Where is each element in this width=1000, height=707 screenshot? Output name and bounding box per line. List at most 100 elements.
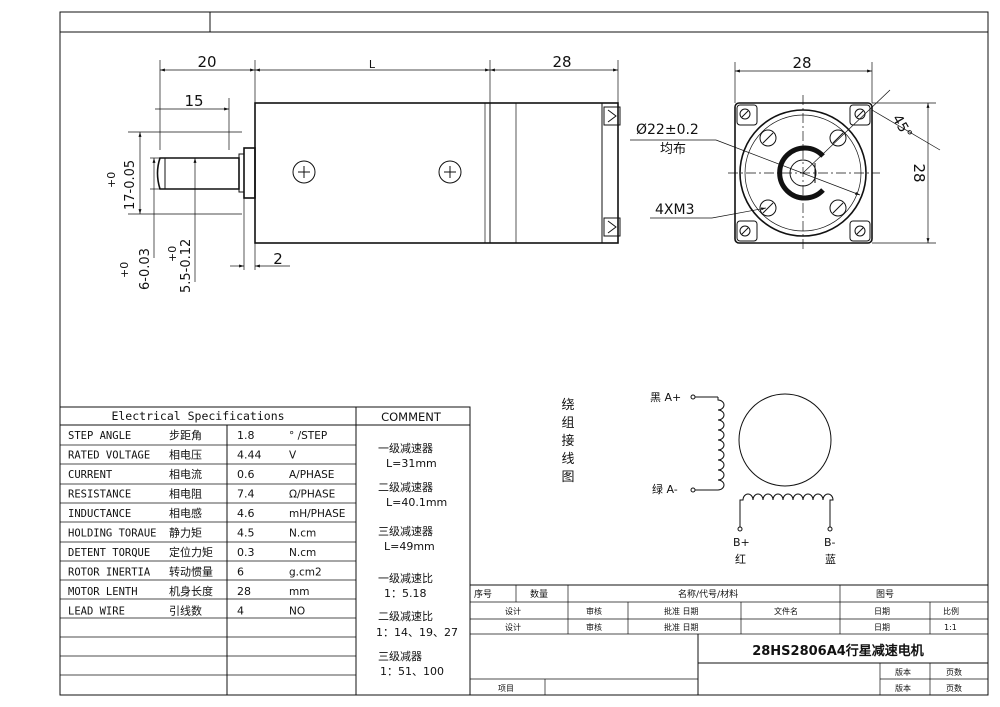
- spec-cell-en: HOLDING TORAUE: [68, 528, 157, 540]
- spec-cell-cn: 引线数: [169, 604, 202, 618]
- wiring-title-char: 线: [561, 452, 574, 467]
- spec-cell-val: 6: [237, 566, 244, 579]
- spec-cell-cn: 机身长度: [169, 584, 213, 598]
- spec-cell-unit: NO: [289, 606, 305, 618]
- dim-shaft-key: 15: [184, 92, 203, 110]
- spec-cell-val: 4.5: [237, 527, 255, 540]
- spec-cell-en: CURRENT: [68, 469, 113, 481]
- tb-xuhao: 序号: [474, 588, 492, 600]
- spec-cell-unit: A/PHASE: [289, 469, 334, 481]
- spec-rows: STEP ANGLE 步距角 1.8 ° /STEP RATED VOLTAGE 相电压 4…: [68, 429, 345, 618]
- tb-pizhun-2: 批准 日期: [664, 622, 699, 632]
- wiring-title-char: 组: [561, 416, 574, 431]
- dim-shaft-dia-tol: +0: [105, 172, 118, 188]
- spec-table: Electrical Specifications: [59, 406, 357, 696]
- tb-yeshu: 页数: [946, 667, 962, 677]
- comment-line: 三级减器: [378, 650, 422, 663]
- spec-cell-cn: 静力矩: [169, 526, 202, 540]
- dim-square: 28: [792, 54, 811, 72]
- spec-cell-cn: 相电阻: [169, 488, 202, 501]
- wire-b-minus: B-: [824, 536, 836, 549]
- spec-cell-val: 0.6: [237, 468, 255, 481]
- tb-sheji: 设计: [505, 606, 521, 616]
- spec-cell-unit: ° /STEP: [289, 430, 327, 442]
- dim-flange-length: 28: [552, 53, 571, 71]
- spec-cell-val: 7.4: [237, 488, 255, 501]
- comment-line: 1：5.18: [384, 587, 427, 600]
- tb-pizhun: 批准 日期: [664, 606, 699, 616]
- comment-box: COMMENT 一级减速器 L=31mm 二级减速器 L=40.1mm 三级减速…: [355, 406, 471, 696]
- dim-circle: Ø22±0.2: [636, 122, 699, 138]
- spec-cell-unit: g.cm2: [289, 567, 322, 579]
- spec-cell-cn: 转动惯量: [169, 565, 213, 579]
- tb-mingcheng: 名称/代号/材料: [678, 588, 738, 600]
- tb-sheji-2: 设计: [505, 622, 521, 632]
- spec-cell-unit: V: [289, 450, 297, 462]
- dim-flat-d-tol: +0: [166, 246, 179, 262]
- comment-title: COMMENT: [381, 410, 442, 424]
- tb-banben-2: 版本: [895, 683, 911, 693]
- spec-cell-unit: N.cm: [289, 547, 316, 559]
- dim-shaft-total: 20: [197, 53, 216, 71]
- tb-xiangmu: 项目: [498, 684, 514, 693]
- coil-b-icon: [737, 493, 834, 532]
- spec-cell-unit: N.cm: [289, 528, 316, 540]
- spec-cell-cn: 步距角: [169, 429, 202, 442]
- comment-line: 一级减速比: [378, 572, 433, 585]
- spec-cell-en: INDUCTANCE: [68, 508, 131, 520]
- comment-line: L=49mm: [384, 540, 435, 553]
- tb-bili: 比例: [943, 606, 959, 616]
- spec-cell-en: MOTOR LENTH: [68, 586, 138, 598]
- dim-body-length: L: [369, 58, 376, 71]
- front-view: [630, 62, 941, 251]
- spec-cell-cn: 定位力矩: [169, 545, 213, 559]
- rotor-circle: [738, 393, 832, 487]
- dim-shaft-dia: 17-0.05: [123, 160, 138, 210]
- spec-cell-en: RATED VOLTAGE: [68, 450, 150, 462]
- comment-line: L=31mm: [386, 457, 437, 470]
- tb-scale: 1:1: [944, 623, 957, 632]
- spec-cell-val: 4.6: [237, 507, 255, 520]
- spec-cell-en: DETENT TORQUE: [68, 547, 150, 559]
- side-view-dimension-labels: 20 L 28 15 2 17-0.05 +0 6-0.03 +0 5.5-0.…: [105, 53, 572, 293]
- dim-square-vertical: 28: [910, 163, 928, 182]
- dim-angle: 45°: [889, 112, 915, 142]
- spec-cell-en: STEP ANGLE: [68, 430, 131, 442]
- comment-line: 一级减速器: [378, 442, 433, 455]
- side-view: [128, 60, 621, 282]
- comment-line: 1：14、19、27: [376, 626, 458, 639]
- spec-cell-val: 4: [237, 605, 244, 618]
- wire-b-plus-color: 红: [735, 553, 746, 566]
- comment-line: 三级减速器: [378, 525, 433, 538]
- dim-shaft-d-tol: +0: [118, 262, 131, 278]
- spec-title: Electrical Specifications: [111, 409, 284, 423]
- spec-cell-cn: 相电压: [169, 449, 202, 462]
- tb-shuliang: 数量: [530, 588, 548, 600]
- spec-cell-en: RESISTANCE: [68, 489, 131, 501]
- comment-line: 二级减速比: [378, 610, 433, 623]
- tb-shenhe: 审核: [586, 606, 602, 616]
- wire-a-plus: 黑 A+: [650, 391, 681, 404]
- tb-tuhao: 图号: [876, 589, 894, 600]
- mount-hole-icon: [739, 108, 866, 237]
- tb-wenjianming: 文件名: [774, 606, 798, 616]
- spec-cell-unit: Ω/PHASE: [289, 489, 335, 501]
- screw-left-icon: [292, 160, 316, 184]
- spec-cell-val: 1.8: [237, 429, 255, 442]
- comment-line: 二级减速器: [378, 481, 433, 494]
- spec-cell-cn: 相电感: [169, 507, 202, 520]
- spec-cell-unit: mH/PHASE: [289, 508, 345, 520]
- dim-flat-d: 5.5-0.12: [179, 239, 194, 293]
- dim-step: 2: [273, 250, 283, 268]
- spec-cell-val: 28: [237, 585, 251, 598]
- wiring-diagram: 绕 组 接 线 图 黑 A+ 绿 A- B+ 红 B- 蓝: [561, 391, 836, 566]
- wiring-title-char: 图: [561, 470, 574, 485]
- dim-circle-cn: 均布: [660, 142, 686, 157]
- product-name: 28HS2806A4行星减速电机: [752, 643, 924, 659]
- coil-a-icon: [690, 394, 725, 493]
- tb-banben: 版本: [895, 667, 911, 677]
- spec-cell-cn: 相电流: [169, 467, 202, 481]
- tb-riqi: 日期: [874, 607, 890, 616]
- tb-riqi-2: 日期: [874, 623, 890, 632]
